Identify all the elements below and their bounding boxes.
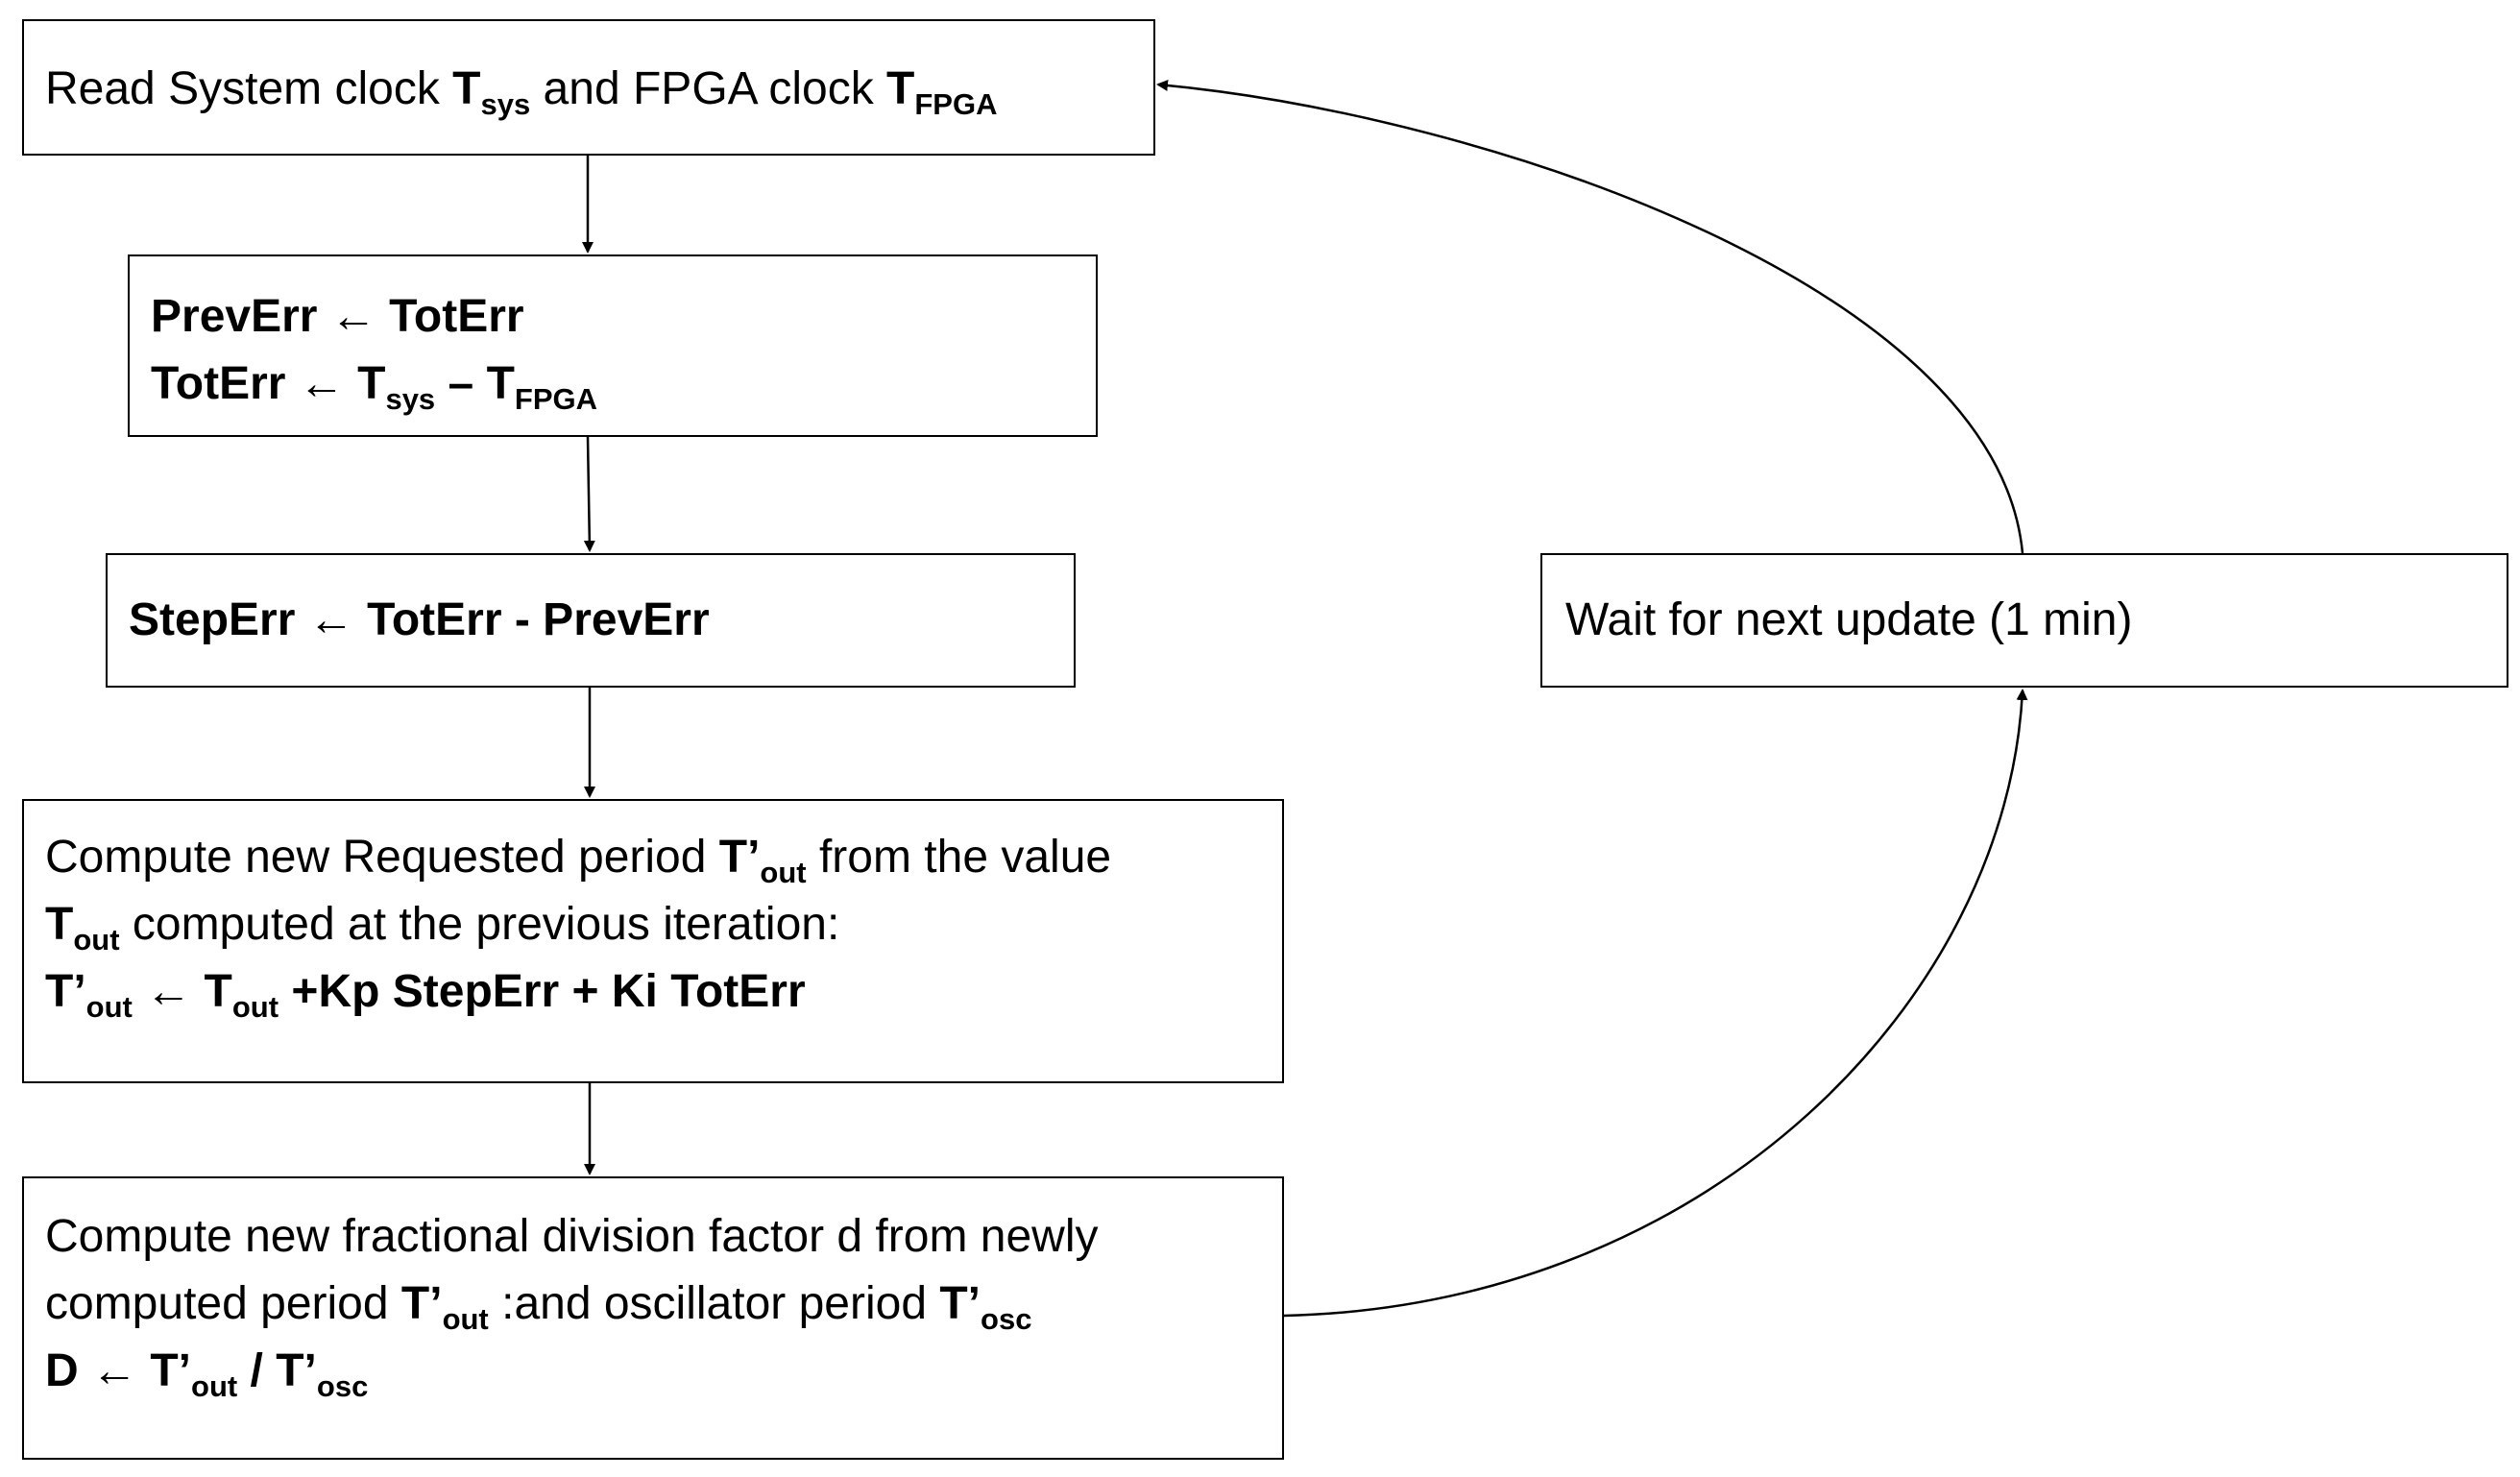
read-clocks-text: Read System clock Tsys and FPGA clock TF… bbox=[45, 63, 998, 121]
compute-period-line-1: Compute new Requested period T’out from … bbox=[45, 832, 1112, 889]
left-arrow-icon: ← bbox=[145, 966, 192, 1017]
compute-division-formula: D ← T’out / T’osc bbox=[45, 1345, 369, 1403]
left-arrow-icon: ← bbox=[91, 1345, 138, 1396]
compute-division-box: Compute new fractional division factor d… bbox=[22, 1176, 1284, 1460]
left-arrow-icon: ← bbox=[298, 358, 345, 409]
prev-err-assignment: PrevErr ← TotErr bbox=[151, 291, 524, 342]
step-err-assignment: StepErr ← TotErr - PrevErr bbox=[129, 594, 710, 645]
step-error-box: StepErr ← TotErr - PrevErr bbox=[106, 553, 1076, 688]
error-update-box: PrevErr ← TotErr TotErr ← Tsys – TFPGA bbox=[128, 254, 1098, 437]
left-arrow-icon: ← bbox=[329, 291, 376, 342]
compute-period-line-2: Tout computed at the previous iteration: bbox=[45, 899, 840, 956]
left-arrow-icon: ← bbox=[307, 594, 354, 645]
compute-period-box: Compute new Requested period T’out from … bbox=[22, 799, 1284, 1083]
compute-period-formula: T’out ← Tout +Kp StepErr + Ki TotErr bbox=[45, 966, 806, 1024]
arrow-wait-to-read bbox=[1156, 79, 2024, 554]
wait-text: Wait for next update (1 min) bbox=[1565, 594, 2133, 645]
read-clocks-box: Read System clock Tsys and FPGA clock TF… bbox=[22, 19, 1155, 156]
wait-box: Wait for next update (1 min) bbox=[1540, 553, 2508, 688]
tot-err-assignment: TotErr ← Tsys – TFPGA bbox=[151, 358, 598, 416]
compute-division-line-1: Compute new fractional division factor d… bbox=[45, 1211, 1099, 1262]
arrow-div-to-wait bbox=[1283, 689, 2028, 1318]
arrow-err-to-step bbox=[583, 436, 595, 552]
compute-division-line-2: computed period T’out :and oscillator pe… bbox=[45, 1278, 1032, 1336]
